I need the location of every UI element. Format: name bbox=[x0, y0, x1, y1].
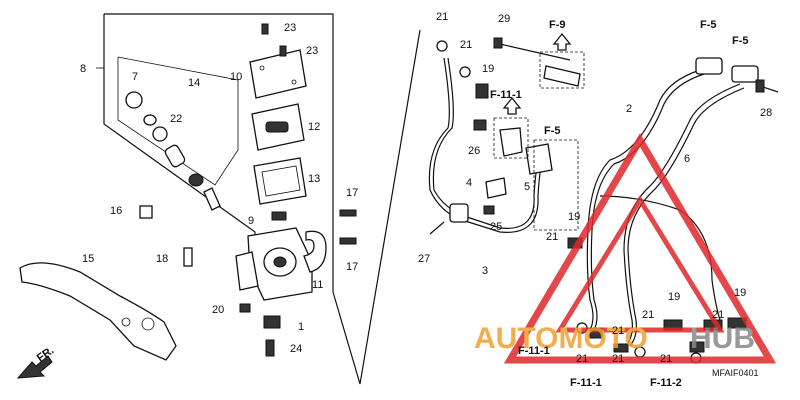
callout-label: 21 bbox=[612, 325, 624, 337]
reference-labels: F-9 F-11-1 F-5 F-5 F-5 F-11-1 F-11-1 F-1… bbox=[490, 19, 749, 389]
ref-box-f9 bbox=[539, 32, 585, 89]
callout-label: 25 bbox=[490, 221, 502, 233]
watermark-triangle-inner bbox=[555, 195, 725, 333]
ref-label: F-9 bbox=[549, 19, 566, 31]
ref-box-f5-mid bbox=[533, 139, 579, 231]
diaphragm bbox=[253, 157, 307, 205]
watermark: AUTOMOTO HUB bbox=[474, 133, 777, 364]
ref-box-f11-1 bbox=[493, 96, 529, 159]
ref-label: F-5 bbox=[732, 35, 749, 47]
callout-label: 10 bbox=[230, 71, 242, 83]
callout-label: 7 bbox=[132, 71, 138, 83]
callout-label: 28 bbox=[760, 107, 772, 119]
callout-label: 1 bbox=[298, 321, 304, 333]
cap-plate bbox=[251, 103, 305, 151]
callout-label: 22 bbox=[170, 113, 182, 125]
section-leader bbox=[332, 29, 421, 385]
brake-lever bbox=[19, 262, 177, 361]
callout-label: 26 bbox=[468, 145, 480, 157]
callout-label: 5 bbox=[524, 181, 530, 193]
callout-label: 27 bbox=[418, 253, 430, 265]
callout-label: 18 bbox=[156, 253, 168, 265]
callout-label: 16 bbox=[110, 205, 122, 217]
callout-label: 21 bbox=[642, 309, 654, 321]
callout-label: 3 bbox=[482, 265, 488, 277]
callout-label: 21 bbox=[660, 353, 672, 365]
callout-label: 21 bbox=[612, 353, 624, 365]
ref-label: F-11-1 bbox=[570, 377, 602, 389]
piston-kit bbox=[125, 91, 221, 211]
callout-label: 21 bbox=[576, 353, 588, 365]
callout-label: 21 bbox=[460, 39, 472, 51]
hose-clamp bbox=[485, 65, 581, 199]
bolt-29 bbox=[493, 37, 571, 61]
callout-label: 4 bbox=[466, 177, 472, 189]
watermark-text-hub: HUB bbox=[690, 322, 755, 355]
ref-label: F-11-1 bbox=[518, 345, 550, 357]
callout-label: 23 bbox=[306, 45, 318, 57]
callout-label: 2 bbox=[626, 103, 632, 115]
callout-label: 9 bbox=[248, 215, 254, 227]
callout-label: 21 bbox=[712, 309, 724, 321]
ref-label: F-11-1 bbox=[490, 89, 522, 101]
reservoir-cap bbox=[249, 49, 307, 99]
callout-label: 11 bbox=[312, 279, 323, 291]
callout-label: 19 bbox=[734, 287, 746, 299]
brake-hose-3 bbox=[428, 57, 547, 233]
callout-label: 14 bbox=[188, 77, 200, 89]
bolt-28 bbox=[755, 79, 779, 93]
callout-label: 19 bbox=[668, 291, 680, 303]
callout-label: 15 bbox=[82, 253, 94, 265]
ref-label: F-5 bbox=[700, 19, 717, 31]
callout-label: 17 bbox=[346, 261, 358, 273]
watermark-text-automoto: AUTOMOTO bbox=[474, 322, 648, 355]
callout-label: 19 bbox=[568, 211, 580, 223]
small-bolts bbox=[139, 23, 357, 357]
ref-label: F-5 bbox=[544, 125, 561, 137]
callout-label: 24 bbox=[290, 343, 302, 355]
callout-label: 23 bbox=[284, 22, 296, 34]
watermark-triangle bbox=[503, 133, 777, 364]
callout-label: 13 bbox=[308, 173, 320, 185]
clamp-holder bbox=[303, 230, 327, 273]
direction-label: FR. bbox=[35, 344, 56, 364]
washers-mid bbox=[429, 40, 495, 235]
callout-label: 21 bbox=[546, 231, 558, 243]
callout-label: 12 bbox=[308, 121, 320, 133]
callout-label: 21 bbox=[436, 11, 448, 23]
callout-label: 8 bbox=[80, 63, 86, 75]
front-direction-arrow bbox=[16, 355, 53, 379]
callout-label: 29 bbox=[498, 13, 510, 25]
callout-label: 19 bbox=[482, 63, 494, 75]
callout-label: 20 bbox=[212, 304, 224, 316]
callout-label: 17 bbox=[346, 187, 358, 199]
ref-label: F-11-2 bbox=[650, 377, 682, 389]
diagram-code: MFAIF0401 bbox=[712, 368, 759, 378]
master-cylinder bbox=[235, 227, 313, 301]
brake-hose-2 bbox=[586, 57, 723, 331]
callout-labels: 23 23 8 10 7 14 22 12 13 16 17 9 17 18 1… bbox=[80, 11, 772, 365]
callout-label: 6 bbox=[684, 153, 690, 165]
